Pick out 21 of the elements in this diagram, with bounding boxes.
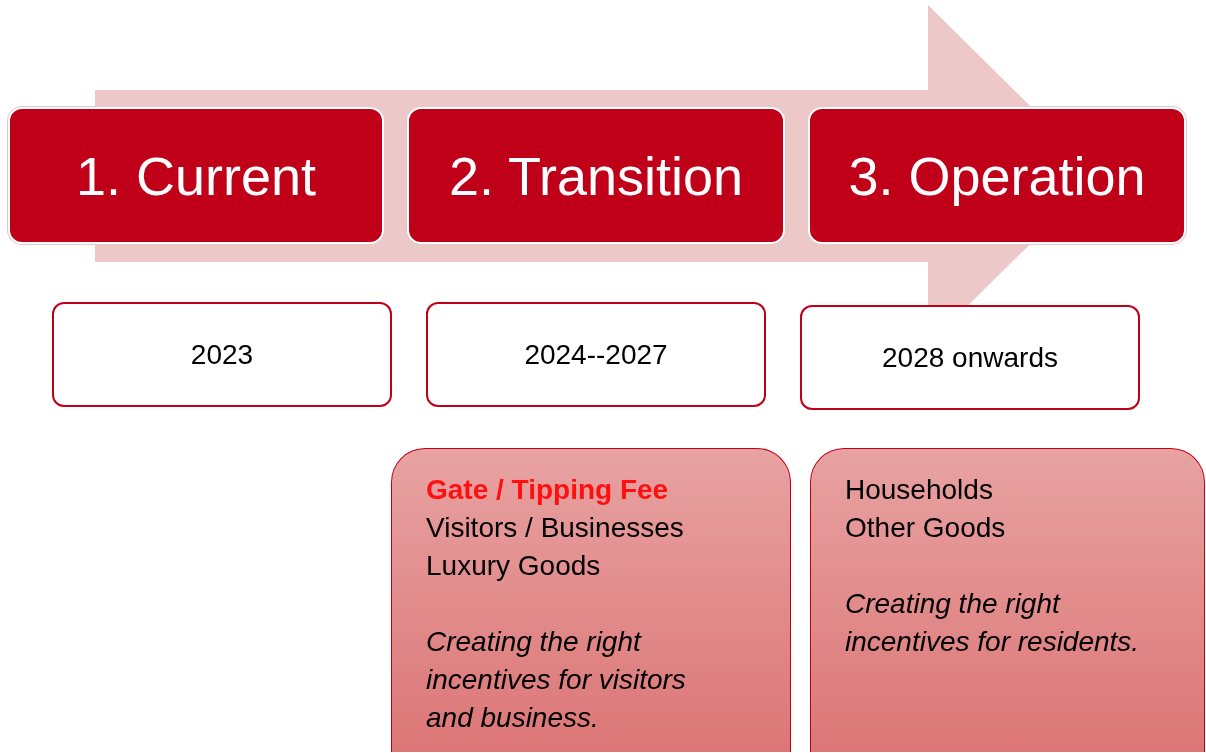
detail-box (810, 448, 1205, 752)
date-label: 2024--2027 (524, 338, 668, 371)
phase-title: 1. Current (75, 144, 317, 207)
item-text: Luxury Goods (426, 549, 601, 583)
date-box (426, 302, 766, 407)
phase-title: 2. Transition (448, 144, 744, 207)
phase-box (808, 107, 1186, 244)
phase-title: 3. Operation (848, 144, 1146, 207)
phase-box (8, 107, 384, 244)
date-box (800, 305, 1140, 410)
item-text: Households (845, 473, 993, 507)
phase-box (407, 107, 785, 244)
description-text: Creating the right incentives for residents. (845, 587, 1141, 659)
item-text: Visitors / Businesses (426, 511, 684, 545)
date-label: 2028 onwards (882, 341, 1058, 374)
description-text: Creating the right incentives for visitors and business. (426, 625, 687, 735)
date-label: 2023 (190, 338, 254, 371)
detail-box (391, 448, 791, 752)
item-text: Other Goods (845, 511, 1006, 545)
heading-text: Gate / Tipping Fee (426, 473, 669, 507)
date-box (52, 302, 392, 407)
